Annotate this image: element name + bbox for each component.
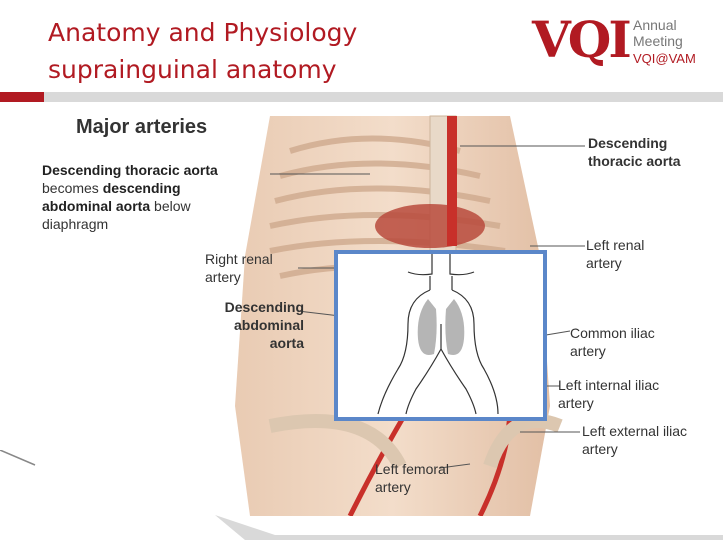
label-line: Left femoral: [375, 461, 449, 477]
figure-heading: Major arteries: [76, 116, 208, 138]
label-left-renal: Left renal artery: [586, 236, 644, 272]
label-line: abdominal aorta: [42, 198, 151, 214]
label-descending-thoracic-left: Descending thoracic aorta becomes descen…: [42, 161, 218, 233]
label-right-renal: Right renal artery: [205, 250, 273, 286]
label-line: descending: [102, 180, 181, 196]
label-line: artery: [586, 255, 622, 271]
slide-title-line2: suprainguinal anatomy: [48, 55, 337, 84]
label-line: thoracic aorta: [588, 153, 681, 169]
title-divider: [0, 92, 723, 102]
label-line: diaphragm: [42, 216, 109, 232]
label-line: artery: [570, 343, 606, 359]
slide-title-line1: Anatomy and Physiology: [48, 18, 358, 47]
label-left-external-iliac: Left external iliac artery: [582, 422, 687, 458]
label-line: becomes: [42, 180, 99, 196]
decorative-corner: [0, 450, 36, 466]
label-line: artery: [205, 269, 241, 285]
label-left-femoral: Left femoral artery: [375, 460, 449, 496]
logo-meeting: Meeting: [633, 33, 683, 49]
label-line: below: [154, 198, 191, 214]
label-line: Left external iliac: [582, 423, 688, 439]
label-common-iliac: Common iliac artery: [570, 324, 655, 360]
label-line: Descending: [224, 299, 304, 315]
label-line: Left internal iliac: [558, 377, 660, 393]
logo-tagline: VQI@VAM: [633, 51, 696, 66]
aortic-bifurcation-inset: [334, 250, 547, 421]
vqi-logo: VQI Annual Meeting VQI@VAM: [532, 10, 712, 74]
slide-title: Anatomy and Physiology suprainguinal ana…: [48, 14, 468, 88]
bifurcation-schematic: [377, 254, 499, 415]
label-line: artery: [582, 441, 618, 457]
label-line: Descending thoracic aorta: [42, 162, 218, 178]
label-line: artery: [375, 479, 411, 495]
label-line: Right renal: [205, 251, 273, 267]
decorative-band: [215, 515, 723, 540]
label-left-internal-iliac: Left internal iliac artery: [558, 376, 659, 412]
logo-annual: Annual: [633, 17, 677, 33]
label-line: artery: [558, 395, 594, 411]
logo-mark: VQI: [532, 10, 632, 69]
label-line: Common iliac: [570, 325, 655, 341]
label-line: Descending: [588, 135, 668, 151]
label-line: abdominal: [233, 317, 304, 333]
label-descending-thoracic-right: Descending thoracic aorta: [588, 134, 681, 170]
label-descending-abdominal: Descending abdominal aorta: [200, 298, 304, 352]
label-line: Left renal: [586, 237, 645, 253]
label-line: aorta: [269, 335, 304, 351]
